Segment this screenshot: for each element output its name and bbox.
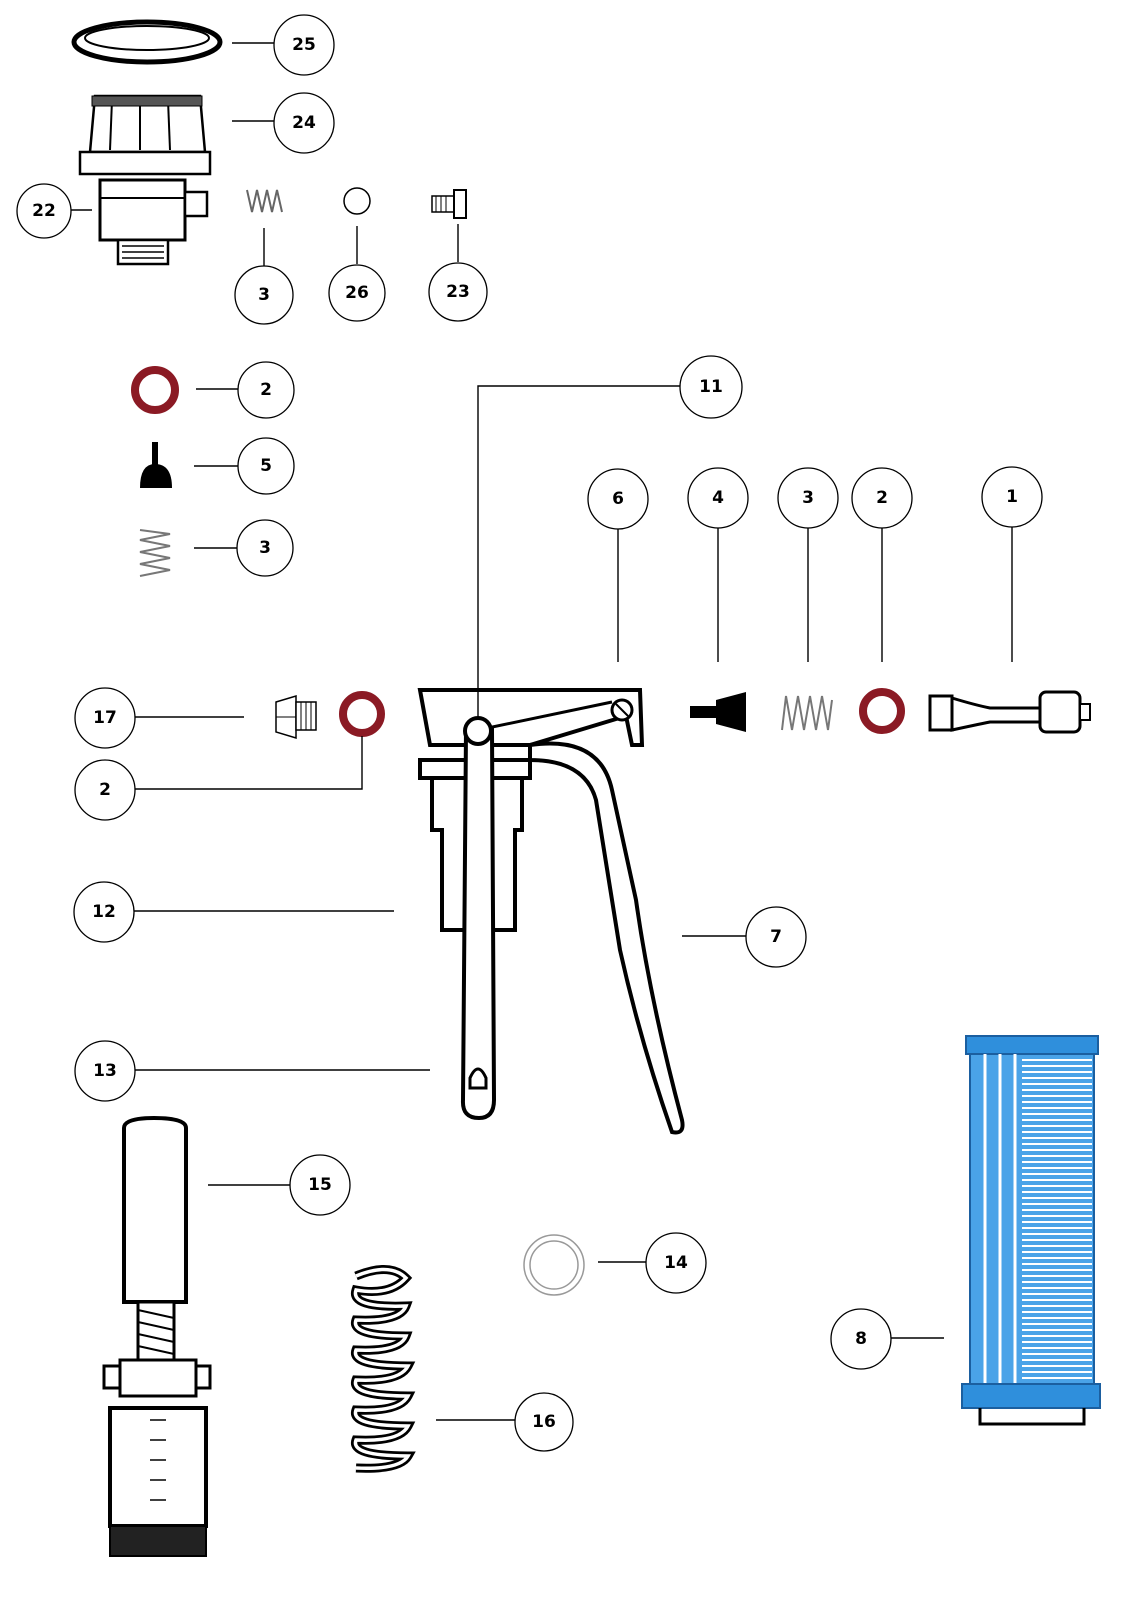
callout-8-label: 8: [855, 1329, 867, 1349]
part-2-seal-right: [859, 688, 905, 734]
part-23-screw: [431, 189, 467, 219]
callout-3-right: 3: [777, 467, 839, 529]
callout-13-label: 13: [93, 1061, 117, 1081]
callout-22: 22: [16, 183, 72, 239]
callout-2-left-label: 2: [260, 380, 272, 400]
callout-2-left: 2: [237, 361, 295, 419]
callout-25-label: 25: [292, 35, 316, 55]
callout-12-label: 12: [92, 902, 116, 922]
callout-2-middle-label: 2: [99, 780, 111, 800]
callout-1-label: 1: [1006, 487, 1018, 507]
callout-16-label: 16: [532, 1412, 556, 1432]
part-1-nozzle: [928, 690, 1091, 734]
part-22-valve-body: [98, 178, 209, 266]
callout-6-label: 6: [612, 489, 624, 509]
part-14-washer: [523, 1234, 585, 1296]
callout-5: 5: [237, 437, 295, 495]
callout-14-label: 14: [664, 1253, 688, 1273]
part-3-spring-right: [781, 695, 833, 731]
callout-15: 15: [289, 1154, 351, 1216]
callout-17: 17: [74, 687, 136, 749]
callout-11: 11: [679, 355, 743, 419]
part-4-valve-cone: [690, 692, 746, 732]
part-17-plug: [275, 694, 317, 740]
callout-26: 26: [328, 264, 386, 322]
callout-3-left-label: 3: [259, 538, 271, 558]
callout-3-right-label: 3: [802, 488, 814, 508]
part-25-gasket: [71, 19, 223, 65]
callout-16: 16: [514, 1392, 574, 1452]
callout-2-middle: 2: [74, 759, 136, 821]
part-3-spring-left: [139, 529, 171, 577]
part-16-spring: [350, 1265, 416, 1473]
callout-14: 14: [645, 1232, 707, 1294]
callout-17-label: 17: [93, 708, 117, 728]
callout-26-label: 26: [345, 283, 369, 303]
leader-lines: [70, 42, 1013, 1421]
part-26-ball: [343, 187, 371, 215]
callout-3-left: 3: [236, 519, 294, 577]
part-8-filter: [961, 1035, 1101, 1426]
callout-7: 7: [745, 906, 807, 968]
callout-7-label: 7: [770, 927, 782, 947]
part-3-spring-top: [246, 189, 283, 213]
part-24-collar: [78, 94, 212, 176]
part-pump-body: [417, 688, 685, 1135]
callout-2-right: 2: [851, 467, 913, 529]
callout-24: 24: [273, 92, 335, 154]
part-2-seal-middle: [339, 691, 385, 737]
callout-23: 23: [428, 262, 488, 322]
part-5-valve-cone: [140, 442, 172, 488]
callout-5-label: 5: [260, 456, 272, 476]
callout-3-top-label: 3: [258, 285, 270, 305]
part-2-seal-left: [131, 366, 179, 414]
part-15-intake: [102, 1115, 212, 1557]
callout-13: 13: [74, 1040, 136, 1102]
callout-2-right-label: 2: [876, 488, 888, 508]
callout-11-label: 11: [699, 377, 723, 397]
callout-4: 4: [687, 467, 749, 529]
callout-15-label: 15: [308, 1175, 332, 1195]
callout-24-label: 24: [292, 113, 316, 133]
callout-4-label: 4: [712, 488, 724, 508]
callout-25: 25: [273, 14, 335, 76]
callout-6: 6: [587, 468, 649, 530]
callout-22-label: 22: [32, 201, 56, 221]
callout-8: 8: [830, 1308, 892, 1370]
callout-3-top: 3: [234, 265, 294, 325]
callout-23-label: 23: [446, 282, 470, 302]
callout-1: 1: [981, 466, 1043, 528]
callout-12: 12: [73, 881, 135, 943]
